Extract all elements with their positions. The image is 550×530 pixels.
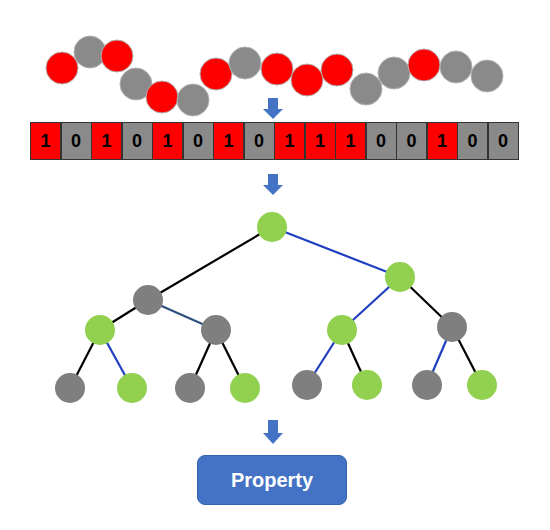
tree-node: [175, 373, 205, 403]
bit-cell: 1: [152, 122, 183, 160]
bit-cell: 0: [457, 122, 488, 160]
property-box: Property: [197, 455, 347, 505]
monomer-bead: [101, 40, 133, 72]
bit-cell: 0: [396, 122, 427, 160]
monomer-bead: [440, 51, 472, 83]
bit-cell: 1: [91, 122, 122, 160]
tree-node: [257, 212, 287, 242]
monomer-bead: [200, 58, 232, 90]
bit-digit: 0: [193, 131, 203, 152]
polymer-chain: [46, 36, 503, 116]
bit-cell: 1: [427, 122, 458, 160]
monomer-bead: [350, 73, 382, 105]
tree-node: [352, 370, 382, 400]
monomer-bead: [321, 54, 353, 86]
bit-digit: 0: [254, 131, 264, 152]
bit-digit: 0: [498, 131, 508, 152]
monomer-bead: [146, 81, 178, 113]
monomer-bead: [177, 84, 209, 116]
monomer-bead: [378, 57, 410, 89]
output-label: Property: [231, 469, 313, 492]
monomer-bead: [408, 49, 440, 81]
tree-node: [117, 373, 147, 403]
tree-node: [327, 315, 357, 345]
bit-digit: 1: [223, 131, 233, 152]
bit-digit: 1: [437, 131, 447, 152]
monomer-bead: [291, 64, 323, 96]
bit-digit: 0: [132, 131, 142, 152]
tree-node: [412, 370, 442, 400]
bit-cell: 1: [335, 122, 366, 160]
bit-digit: 0: [71, 131, 81, 152]
tree-node: [292, 370, 322, 400]
bit-cell: 0: [244, 122, 275, 160]
bit-cell: 0: [122, 122, 153, 160]
bit-digit: 0: [406, 131, 416, 152]
bit-cell: 0: [488, 122, 519, 160]
tree-node: [385, 262, 415, 292]
tree-branch: [148, 227, 272, 300]
tree-node: [85, 315, 115, 345]
tree-node: [437, 312, 467, 342]
bit-cell: 0: [366, 122, 397, 160]
bit-cell: 1: [274, 122, 305, 160]
tree-node: [467, 370, 497, 400]
monomer-bead: [46, 52, 78, 84]
tree-node: [230, 373, 260, 403]
bit-cell: 0: [183, 122, 214, 160]
monomer-bead: [261, 53, 293, 85]
bit-digit: 1: [40, 131, 50, 152]
bit-digit: 1: [345, 131, 355, 152]
monomer-bead: [229, 47, 261, 79]
tree-node: [133, 285, 163, 315]
bit-digit: 1: [162, 131, 172, 152]
bit-digit: 1: [101, 131, 111, 152]
bit-cell: 0: [61, 122, 92, 160]
bit-digit: 1: [284, 131, 294, 152]
binary-tree: [55, 212, 497, 403]
bit-cell: 1: [305, 122, 336, 160]
tree-node: [55, 373, 85, 403]
bit-digit: 0: [467, 131, 477, 152]
tree-branch: [272, 227, 400, 277]
bit-digit: 0: [376, 131, 386, 152]
bit-digit: 1: [315, 131, 325, 152]
bit-cell: 1: [213, 122, 244, 160]
bit-cell: 1: [30, 122, 61, 160]
monomer-bead: [471, 60, 503, 92]
tree-node: [201, 315, 231, 345]
